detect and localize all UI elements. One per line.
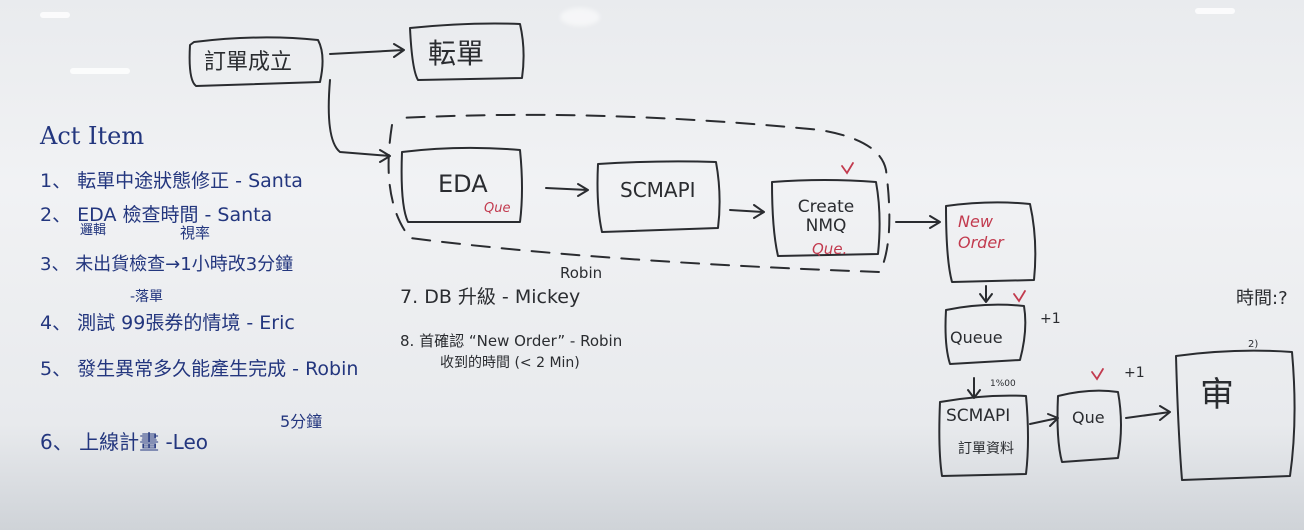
action-item: 1、 転單中途狀態修正 - Santa [40,172,303,191]
arrow-scmapi-que [1029,413,1059,427]
action-item: 6、 上線計畫 -Leo [40,432,208,452]
node-eda: EDA [438,170,488,198]
node-que: Que [1072,408,1105,427]
extra-item-text: DB 升級 - Mickey [424,286,581,308]
glare [560,8,600,26]
extra-item-number: 7. [400,286,419,308]
extra-item-number: 8. [400,332,415,350]
node-scmapi: SCMAPI [620,178,696,202]
dashed-boundary [387,113,891,273]
arrow-eda-scmapi [545,183,589,197]
extra-item-note: Robin [560,264,603,282]
node-scmapi-order-sub: 訂單資料 [958,441,1014,457]
queue-box [944,303,1027,365]
action-item: 5、 發生異常多久能產生完成 - Robin [40,360,358,379]
node-order-established: 訂單成立 [204,50,293,75]
new-order-box [945,201,1037,283]
action-item: 2、 EDA 檢查時間 - Santa [40,206,272,225]
plus-one-b: +1 [1124,365,1145,381]
extra-item-text: 首確認 “New Order” - Robin [419,332,623,350]
order-established-box [188,36,324,87]
action-item-sub: 視率 [180,224,211,242]
check-mark-icon [841,162,854,175]
action-item-text: 上線計畫 -Leo [79,430,208,454]
arrow-nmq-neworder [895,215,941,229]
action-item-number: 3、 [40,254,70,275]
extra-item: 7. DB 升級 - Mickey [400,288,580,307]
node-new-order: New Order [958,212,1004,252]
node-queue: Queue [950,328,1003,347]
node-review: 审 [1200,375,1234,415]
scmapi-box [596,160,721,233]
arrow-scmapi-nmq [729,204,765,219]
arrow-que-review [1125,405,1171,421]
action-item-text: 未出貨檢查→1小時改3分鐘 [75,254,294,275]
action-item: 4、 測試 99張券的情境 - Eric [40,314,295,333]
arrow-to-transfer [329,43,405,58]
transfer-box [409,22,525,81]
action-item-text: 転單中途狀態修正 - Santa [77,170,303,192]
extra-item-sub: 收到的時間 (< 2 Min) [440,355,580,371]
que-box [1056,389,1122,463]
action-item-text: EDA 檢查時間 - Santa [77,204,273,226]
node-transfer: 転單 [428,37,485,70]
review-note: 2) [1248,339,1259,350]
action-item-sub: 邏輯 [80,223,107,238]
lamp-reflection [40,12,70,18]
lamp-reflection [70,68,130,74]
action-item: 3、 未出貨檢查→1小時改3分鐘 [40,256,293,274]
arrow-to-eda [327,79,391,163]
arrow-queue-scmapi [967,377,981,399]
arrow-neworder-queue [979,285,993,303]
node-scmapi-note: 1%00 [990,379,1016,389]
action-item-number: 1、 [40,170,72,192]
node-scmapi-order: SCMAPI [946,406,1011,426]
action-item-text: 測試 99張券的情境 - Eric [77,312,295,334]
extra-item: 8. 首確認 “New Order” - Robin [400,334,622,349]
action-item-note: -落單 [130,289,164,305]
node-create-nmq: Create NMQ [797,197,855,236]
node-create-nmq-queue: Que. [812,240,848,258]
action-item-number: 5、 [40,358,72,380]
eda-box [400,146,523,223]
action-item-number: 6、 [40,430,73,454]
check-mark-icon [1013,290,1026,303]
action-item-note: 5分鐘 [280,412,323,431]
plus-one-a: +1 [1040,311,1061,327]
action-item-number: 4、 [40,312,72,334]
review-box [1175,349,1296,481]
action-items-title: Act Item [40,122,145,150]
lamp-reflection [1195,8,1235,14]
node-eda-queue: Que [484,201,511,216]
action-item-text: 發生異常多久能產生完成 - Robin [77,358,359,380]
scmapi-order-box [938,394,1029,477]
time-question: 時間:? [1236,288,1288,309]
check-mark-icon [1091,368,1104,381]
create-nmq-box [771,179,881,257]
action-item-number: 2、 [40,204,72,226]
